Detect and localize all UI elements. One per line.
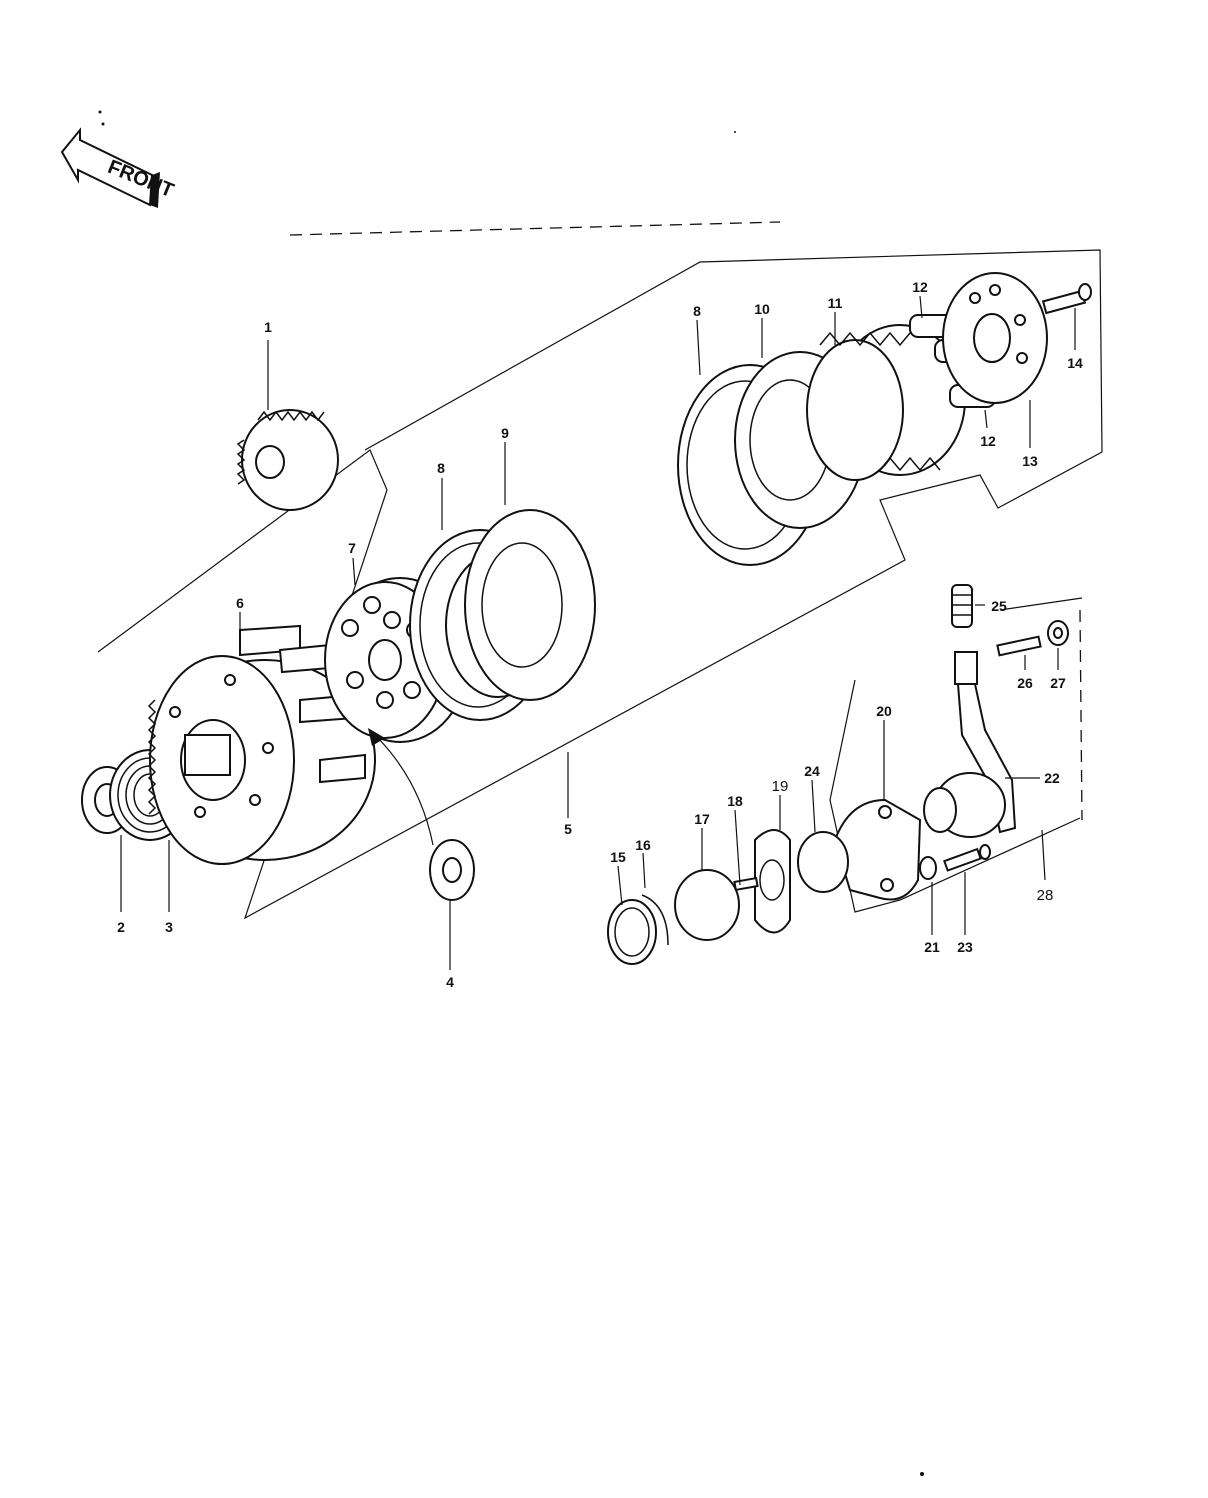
callout-27: 27 (1050, 675, 1066, 691)
callout-12-top: 12 (912, 279, 928, 295)
callout-25: 25 (991, 598, 1007, 614)
release-cap (674, 869, 759, 941)
small-spring (951, 584, 973, 628)
callout-13: 13 (1022, 453, 1038, 469)
release-housing (833, 798, 922, 901)
callout-18: 18 (727, 793, 743, 809)
clutch-hub (806, 324, 966, 481)
callout-11: 11 (828, 295, 843, 311)
callout-4: 4 (446, 974, 454, 990)
callout-1: 1 (264, 319, 272, 335)
callout-12-bottom: 12 (980, 433, 996, 449)
primary-gear (236, 409, 339, 511)
callout-26: 26 (1017, 675, 1033, 691)
assembly-outline (97, 249, 1103, 920)
housing-bolt (943, 844, 991, 872)
callout-2: 2 (117, 919, 125, 935)
callout-5: 5 (564, 821, 572, 837)
callout-23: 23 (957, 939, 973, 955)
front-arrow-icon: FRONT (60, 127, 177, 208)
callout-22: 22 (1044, 770, 1060, 786)
callout-8-front: 8 (437, 460, 445, 476)
callout-9: 9 (501, 425, 509, 441)
callout-28: 28 (1037, 887, 1054, 904)
small-washer (919, 856, 937, 880)
lock-nut (1047, 620, 1069, 646)
dashed-group-outline (289, 221, 781, 236)
leader-lines (120, 295, 1076, 970)
clutch-bolt (1041, 283, 1092, 315)
callout-20: 20 (876, 703, 892, 719)
callout-10: 10 (754, 301, 770, 317)
callout-8-rear: 8 (693, 303, 701, 319)
callout-15: 15 (610, 849, 626, 865)
spring-plate (942, 272, 1048, 404)
adjusting-screw (996, 635, 1042, 657)
callout-3: 3 (165, 919, 173, 935)
oil-seal (797, 831, 849, 893)
circlip (607, 894, 669, 965)
release-outline (829, 679, 1081, 913)
callout-7: 7 (348, 540, 356, 556)
callout-14: 14 (1067, 355, 1083, 371)
callout-21: 21 (924, 939, 940, 955)
steel-plate (464, 509, 596, 701)
callout-16: 16 (635, 837, 651, 853)
callout-17: 17 (694, 811, 710, 827)
callout-24: 24 (804, 763, 820, 779)
flat-washer (429, 839, 475, 901)
callout-6: 6 (236, 595, 244, 611)
release-lever (923, 651, 1017, 838)
callout-labels: 1 2 3 4 5 6 7 8 8 9 10 11 12 12 13 14 15… (117, 279, 1083, 990)
callout-19: 19 (772, 778, 789, 795)
gasket (754, 829, 791, 934)
